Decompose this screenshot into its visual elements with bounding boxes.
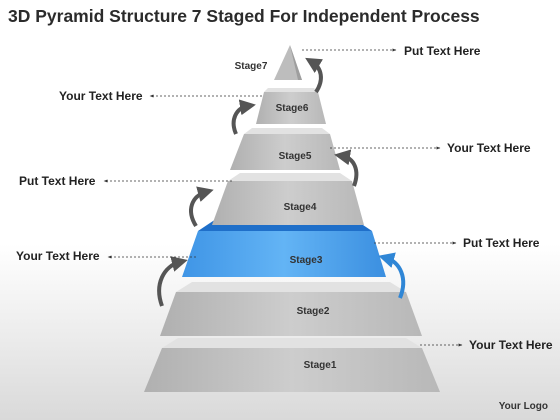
callout-stage6: Your Text Here [59,89,143,103]
stage-3-tier: Stage3 [182,219,386,277]
stage-6-label: Stage6 [276,103,309,114]
stage-2-label: Stage2 [297,306,330,317]
callout-stage3-left: Your Text Here [16,249,100,263]
arrow-stage2-to-stage3 [157,256,188,307]
stage-1-tier: Stage1 [144,338,440,392]
arrow-stage5-to-stage6 [231,99,256,135]
stage-2-tier: Stage2 [160,282,422,336]
page-title: 3D Pyramid Structure 7 Staged For Indepe… [8,6,480,26]
callout-stage5: Your Text Here [447,141,531,155]
callout-stage1: Your Text Here [469,338,553,352]
stage-3-label: Stage3 [290,255,323,266]
stage-1-label: Stage1 [304,360,337,371]
logo-text: Your Logo [498,401,548,412]
arrow-stage3-blue [378,252,406,299]
arrow-stage3-to-stage4 [189,186,214,228]
arrow-stage6-to-stage7 [305,57,323,94]
callout-stage7: Put Text Here [404,44,481,58]
stage-4-label: Stage4 [284,202,317,213]
stage-7-label: Stage7 [235,61,268,72]
stage-5-label: Stage5 [279,151,312,162]
callout-stage3-right: Put Text Here [463,236,540,250]
arrow-stage4-to-stage5 [334,149,359,187]
stage-5-tier: Stage5 [230,128,340,170]
stage-7-tier: Stage7 [235,45,302,80]
callout-stage4: Put Text Here [19,174,96,188]
stage-6-tier: Stage6 [256,88,326,124]
stage-4-tier: Stage4 [212,173,364,225]
